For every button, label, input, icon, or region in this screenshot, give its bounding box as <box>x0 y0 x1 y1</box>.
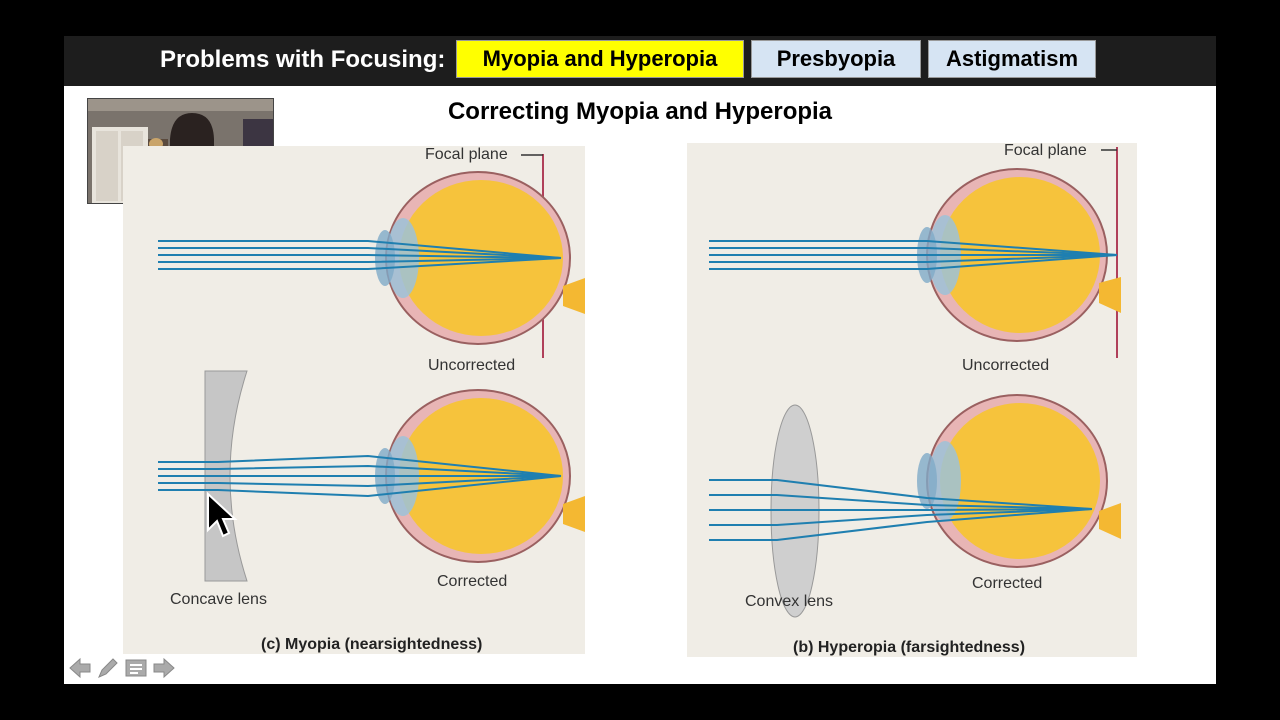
arrow-left-icon[interactable] <box>68 656 92 680</box>
myopia-panel: Focal plane Uncorrected Corrected Concav… <box>123 146 585 654</box>
focal-plane-label: Focal plane <box>1004 142 1087 159</box>
tab-presbyopia[interactable]: Presbyopia <box>751 40 921 78</box>
myopia-caption: (c) Myopia (nearsightedness) <box>261 636 483 653</box>
uncorrected-label: Uncorrected <box>962 357 1050 374</box>
hyperopia-panel: Focal plane Uncorrected Corrected Convex… <box>687 142 1137 657</box>
tab-astigmatism[interactable]: Astigmatism <box>928 40 1096 78</box>
header-bar: Problems with Focusing: Myopia and Hyper… <box>64 36 1216 88</box>
myopia-diagram <box>158 154 585 582</box>
menu-icon[interactable] <box>124 656 148 680</box>
convex-lens-label: Convex lens <box>745 593 834 610</box>
concave-lens-label: Concave lens <box>170 591 267 608</box>
corrected-label: Corrected <box>437 573 508 590</box>
hyperopia-diagram <box>709 147 1121 618</box>
hyperopia-caption: (b) Hyperopia (farsightedness) <box>793 639 1026 656</box>
arrow-right-icon[interactable] <box>152 656 176 680</box>
tab-myopia-hyperopia[interactable]: Myopia and Hyperopia <box>456 40 744 78</box>
slide-title: Correcting Myopia and Hyperopia <box>447 98 833 125</box>
focal-plane-label: Focal plane <box>425 146 508 163</box>
pen-icon[interactable] <box>96 656 120 680</box>
eye-corrected <box>917 394 1121 568</box>
corrected-label: Corrected <box>972 575 1043 592</box>
mouse-cursor-icon <box>207 492 238 538</box>
slide-nav-bar <box>68 656 178 682</box>
uncorrected-label: Uncorrected <box>428 357 516 374</box>
header-title: Problems with Focusing: <box>160 46 446 73</box>
eye-uncorrected <box>375 171 585 345</box>
slide: Problems with Focusing: Myopia and Hyper… <box>64 36 1216 684</box>
